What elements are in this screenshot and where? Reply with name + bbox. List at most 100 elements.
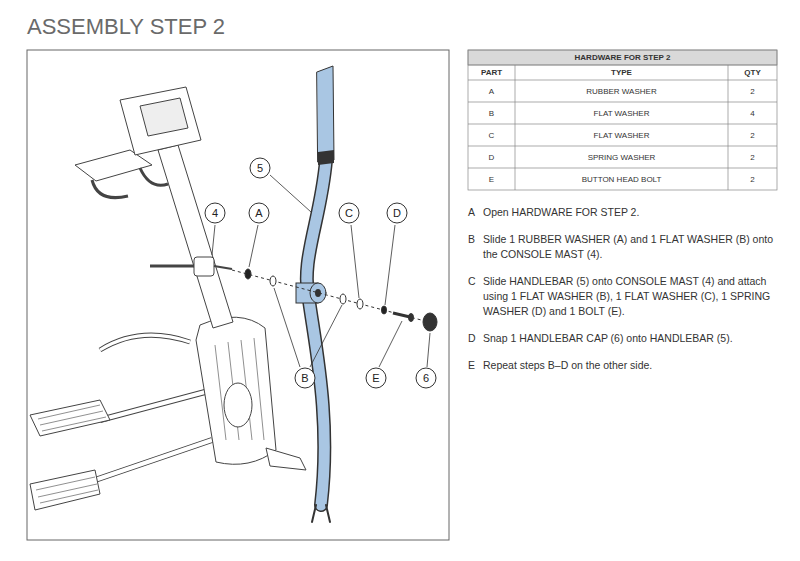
callout-letter: A — [255, 207, 262, 219]
hardware-table-grid — [468, 65, 777, 66]
instructions: AOpen HARDWARE FOR STEP 2.BSlide 1 RUBBE… — [468, 205, 777, 385]
elliptical-frame — [214, 266, 232, 269]
handlebar-part — [307, 160, 326, 505]
hardware-table-grid — [468, 124, 777, 125]
hardware-parts — [245, 269, 251, 279]
leader-lines — [379, 321, 402, 367]
table-cell: RUBBER WASHER — [515, 80, 728, 102]
elliptical-frame — [100, 335, 190, 350]
leader-lines — [249, 225, 258, 267]
elliptical-frame — [95, 440, 212, 480]
callout-outline — [339, 203, 359, 223]
callout-letter: 5 — [257, 162, 263, 174]
step-text: Snap 1 HANDLEBAR CAP (6) onto HANDLEBAR … — [483, 331, 777, 346]
hardware-table-grid — [468, 102, 777, 103]
leader-lines — [385, 225, 395, 305]
step-letter: D — [468, 331, 483, 346]
elliptical-frame — [75, 150, 152, 181]
callout-circle: D — [386, 202, 408, 224]
callout-circle: 4 — [204, 202, 226, 224]
elliptical-frame — [95, 440, 212, 480]
callout-outline — [387, 203, 407, 223]
instruction-step: AOpen HARDWARE FOR STEP 2. — [468, 205, 777, 220]
step-text: Open HARDWARE FOR STEP 2. — [483, 205, 777, 220]
hardware-table-grid — [468, 146, 777, 147]
callout-letter: D — [393, 207, 401, 219]
elliptical-frame — [120, 87, 201, 155]
table-cell: 2 — [728, 146, 777, 168]
step-letter: A — [468, 205, 483, 220]
step-letter: E — [468, 358, 483, 373]
elliptical-frame — [30, 87, 306, 510]
leader-lines — [270, 175, 311, 212]
elliptical-frame — [30, 470, 100, 510]
callout-outline — [366, 368, 386, 388]
step-text: Slide HANDLEBAR (5) onto CONSOLE MAST (4… — [483, 274, 777, 319]
leader-lines — [274, 288, 300, 367]
hardware-parts — [382, 306, 387, 314]
callout-circle: E — [365, 367, 387, 389]
hardware-table-grid — [515, 65, 516, 190]
leader-lines — [427, 333, 430, 367]
table-cell: C — [468, 124, 515, 146]
callout-outline — [250, 158, 270, 178]
elliptical-frame — [215, 338, 264, 440]
table-cell: B — [468, 102, 515, 124]
step-letter: B — [468, 232, 483, 262]
hardware-table-grid — [728, 65, 729, 190]
step-text: Slide 1 RUBBER WASHER (A) and 1 FLAT WAS… — [483, 232, 777, 262]
elliptical-frame — [140, 98, 188, 136]
callout-letter: C — [345, 207, 353, 219]
elliptical-frame — [36, 477, 98, 503]
table-cell: FLAT WASHER — [515, 102, 728, 124]
elliptical-frame — [194, 257, 214, 276]
page-title: ASSEMBLY STEP 2 — [27, 14, 225, 40]
handlebar-part — [317, 66, 334, 162]
hardware-parts — [423, 313, 437, 331]
hardware-parts — [340, 294, 346, 304]
callout-outline — [295, 368, 315, 388]
table-cell: 2 — [728, 80, 777, 102]
leader-lines — [212, 225, 215, 255]
table-cell: 2 — [728, 124, 777, 146]
elliptical-frame — [100, 392, 205, 420]
elliptical-frame — [38, 405, 106, 431]
table-cell: SPRING WASHER — [515, 146, 728, 168]
handlebar-part — [312, 505, 330, 522]
callout-circle: C — [338, 202, 360, 224]
hardware-parts — [270, 276, 276, 286]
hardware-parts — [409, 314, 414, 322]
table-header: TYPE — [515, 65, 728, 80]
hardware-table-grid — [468, 80, 777, 81]
elliptical-frame — [150, 265, 196, 268]
callout-circle: B — [294, 367, 316, 389]
handlebar-part — [296, 66, 334, 522]
leader-lines — [310, 305, 342, 367]
callout-letter: B — [301, 372, 308, 384]
callout-circle: 6 — [415, 367, 437, 389]
callout-letter: 6 — [423, 372, 429, 384]
step-text: Repeat steps B–D on the other side. — [483, 358, 777, 373]
hardware-table-grid — [468, 168, 777, 169]
callout-outline — [205, 203, 225, 223]
table-cell: A — [468, 80, 515, 102]
callout-letter: E — [372, 372, 379, 384]
instruction-step: DSnap 1 HANDLEBAR CAP (6) onto HANDLEBAR… — [468, 331, 777, 346]
callout-circle: A — [248, 202, 270, 224]
table-cell: FLAT WASHER — [515, 124, 728, 146]
elliptical-frame — [100, 392, 205, 420]
table-cell: 2 — [728, 168, 777, 190]
elliptical-frame — [30, 400, 110, 436]
table-header: PART — [468, 65, 515, 80]
leader-lines — [351, 225, 359, 298]
illustration-frame — [27, 50, 449, 540]
elliptical-frame — [266, 448, 306, 470]
elliptical-frame — [224, 383, 252, 427]
elliptical-frame — [100, 335, 190, 350]
callout-outline — [416, 368, 436, 388]
hardware-table-grid — [468, 50, 777, 65]
hardware-table-grid — [468, 50, 777, 190]
handlebar-part — [310, 283, 326, 303]
callout-circle: 5 — [249, 157, 271, 179]
